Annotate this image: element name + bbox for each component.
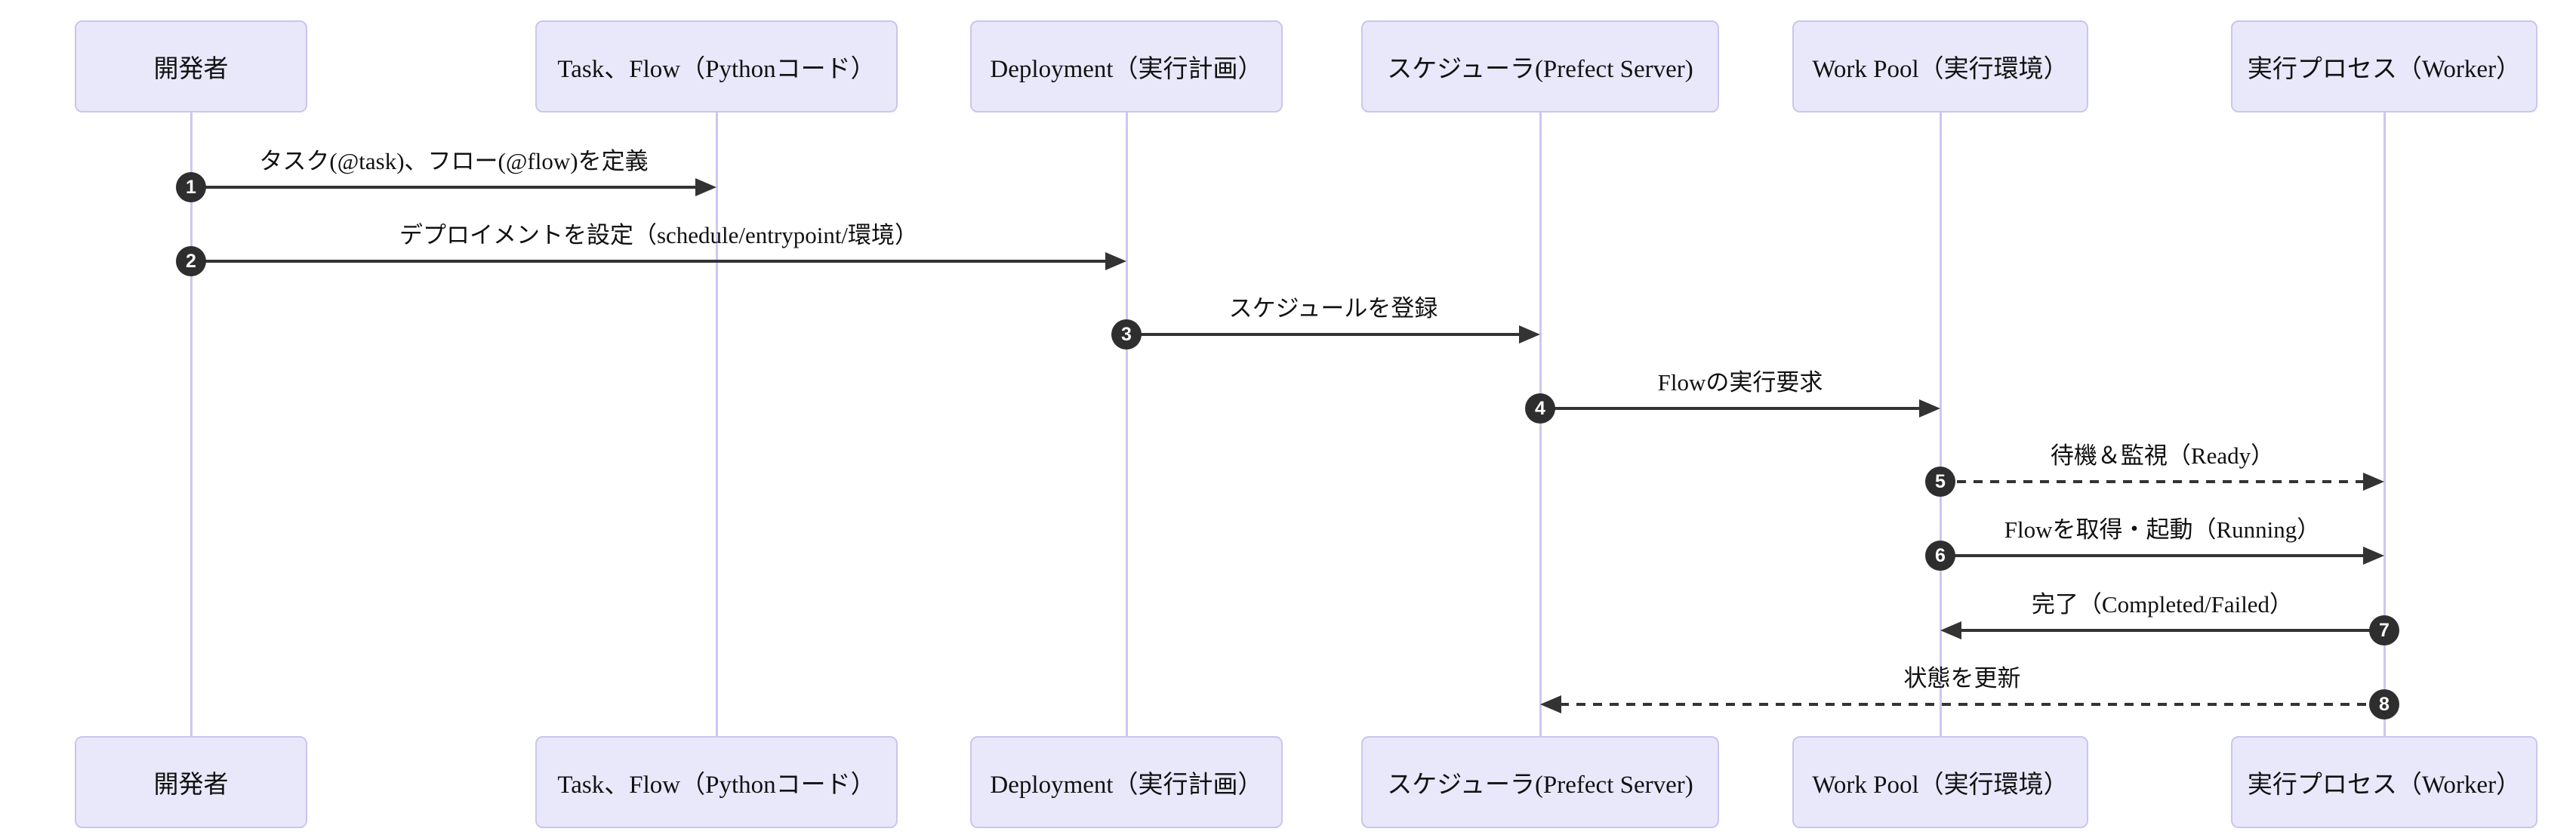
- actor-box-bottom-scheduler: スケジューラ(Prefect Server): [1361, 736, 1719, 828]
- actor-label: Deployment（実行計画）: [990, 772, 1263, 799]
- actor-box-top-workpool: Work Pool（実行環境）: [1792, 20, 2088, 112]
- lifeline-taskflow: [715, 112, 718, 737]
- message-line-2: [191, 260, 1107, 263]
- lifeline-developer: [190, 112, 193, 737]
- arrowhead-icon-3: [1519, 325, 1540, 344]
- actor-box-bottom-developer: 開発者: [75, 736, 307, 828]
- lifeline-scheduler: [1539, 112, 1542, 737]
- message-label-6: Flowを取得・起動（Running）: [2004, 516, 2321, 543]
- arrowhead-icon-4: [1919, 399, 1940, 417]
- actor-label: 開発者: [153, 772, 229, 799]
- actor-box-top-developer: 開発者: [75, 20, 307, 112]
- message-line-4: [1540, 407, 1921, 410]
- actor-label: 開発者: [153, 56, 229, 83]
- actor-box-top-taskflow: Task、Flow（Pythonコード）: [535, 20, 898, 112]
- arrowhead-icon-1: [695, 178, 716, 196]
- message-line-1: [191, 186, 697, 189]
- actor-box-bottom-deployment: Deployment（実行計画）: [970, 736, 1283, 828]
- actor-label: Task、Flow（Pythonコード）: [557, 56, 876, 83]
- arrowhead-icon-5: [2363, 473, 2384, 491]
- message-number-badge-8: 8: [2369, 689, 2399, 719]
- lifeline-worker: [2383, 112, 2386, 737]
- message-line-6: [1940, 554, 2365, 557]
- message-line-7: [1960, 629, 2384, 632]
- actor-label: 実行プロセス（Worker）: [2247, 56, 2522, 83]
- actor-box-bottom-workpool: Work Pool（実行環境）: [1792, 736, 2088, 828]
- message-label-2: デプロイメントを設定（schedule/entrypoint/環境）: [399, 222, 919, 248]
- message-number-badge-6: 6: [1925, 541, 1955, 571]
- message-label-4: Flowの実行要求: [1657, 369, 1823, 396]
- actor-box-bottom-taskflow: Task、Flow（Pythonコード）: [535, 736, 898, 828]
- actor-box-top-worker: 実行プロセス（Worker）: [2231, 20, 2537, 112]
- actor-label: スケジューラ(Prefect Server): [1387, 772, 1693, 799]
- message-line-8: [1560, 703, 2384, 706]
- arrowhead-icon-7: [1940, 621, 1961, 639]
- actor-label: Work Pool（実行環境）: [1812, 56, 2069, 83]
- lifeline-workpool: [1939, 112, 1942, 737]
- message-number-badge-7: 7: [2369, 615, 2399, 645]
- actor-label: Task、Flow（Pythonコード）: [557, 772, 876, 799]
- arrowhead-icon-2: [1105, 252, 1126, 270]
- actor-box-top-scheduler: スケジューラ(Prefect Server): [1361, 20, 1719, 112]
- message-label-5: 待機＆監視（Ready）: [2050, 442, 2275, 469]
- actor-label: Deployment（実行計画）: [990, 56, 1263, 83]
- arrowhead-icon-8: [1540, 695, 1561, 713]
- message-label-1: タスク(@task)、フロー(@flow)を定義: [259, 148, 649, 174]
- message-number-badge-4: 4: [1525, 393, 1555, 424]
- message-number-badge-2: 2: [176, 246, 206, 276]
- actor-label: 実行プロセス（Worker）: [2247, 772, 2522, 799]
- actor-box-top-deployment: Deployment（実行計画）: [970, 20, 1283, 112]
- message-number-badge-5: 5: [1925, 467, 1955, 497]
- actor-label: スケジューラ(Prefect Server): [1387, 56, 1693, 83]
- message-label-8: 状態を更新: [1903, 665, 2021, 692]
- arrowhead-icon-6: [2363, 547, 2384, 565]
- message-line-3: [1126, 333, 1521, 336]
- message-label-7: 完了（Completed/Failed）: [2031, 591, 2294, 618]
- message-label-3: スケジュールを登録: [1228, 295, 1438, 322]
- message-number-badge-1: 1: [176, 172, 206, 202]
- lifeline-deployment: [1125, 112, 1128, 737]
- actor-box-bottom-worker: 実行プロセス（Worker）: [2231, 736, 2537, 828]
- message-line-5: [1940, 480, 2365, 483]
- message-number-badge-3: 3: [1111, 319, 1142, 350]
- actor-label: Work Pool（実行環境）: [1812, 772, 2069, 799]
